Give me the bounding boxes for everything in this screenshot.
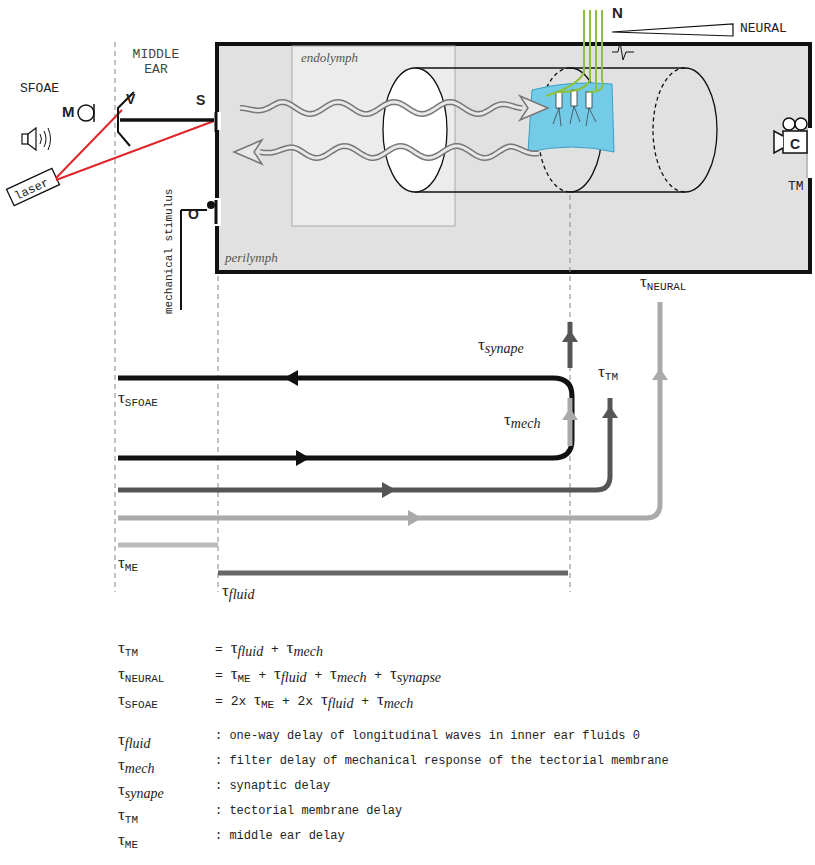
part-name: mechanical stimulus <box>163 189 176 314</box>
delay-label: τTM <box>598 362 618 382</box>
definition: : middle ear delay <box>215 830 345 844</box>
delay-label: τfluid <box>222 581 255 601</box>
part-letter: C <box>790 136 800 152</box>
delay-label: τNEURAL <box>640 272 686 292</box>
delay-label: τsynape <box>478 335 524 355</box>
delay-label: τME <box>118 553 138 573</box>
definition: τfluid <box>118 730 151 750</box>
part-letter: S <box>196 92 205 108</box>
definition: τsynape <box>118 780 164 800</box>
delay-label: τSFOAE <box>118 388 158 408</box>
equation: τSFOAE <box>118 690 158 710</box>
equation: τNEURAL <box>118 664 164 684</box>
part-name: TM <box>788 180 804 195</box>
delay-label: τmech <box>504 410 540 430</box>
definition: : one-way delay of longitudinal waves in… <box>215 730 640 744</box>
part-letter: O <box>188 206 199 222</box>
definition: τME <box>118 830 138 850</box>
part-name: laser <box>13 177 51 205</box>
definition: : synaptic delay <box>215 780 330 794</box>
definition: : tectorial membrane delay <box>215 805 402 819</box>
fluid-label: endolymph <box>301 50 358 66</box>
fluid-label: perilymph <box>225 250 278 266</box>
definition: : filter delay of mechanical response of… <box>215 755 669 769</box>
definition: τTM <box>118 805 138 825</box>
equation: = τME + τfluid + τmech + τsynapse <box>215 664 441 684</box>
definition: τmech <box>118 755 154 775</box>
equation: = τfluid + τmech <box>215 638 323 658</box>
part-letter: M <box>62 103 75 120</box>
part-name: SFOAE <box>20 82 59 97</box>
equation: τTM <box>118 638 138 658</box>
equation: = 2x τME + 2x τfluid + τmech <box>215 690 413 710</box>
part-letter: V <box>126 91 135 107</box>
part-name: MIDDLE EAR <box>126 48 186 78</box>
part-letter: N <box>612 4 623 21</box>
part-name: NEURAL <box>740 22 787 37</box>
cochlea-box: endolymph perilymph <box>217 44 810 272</box>
